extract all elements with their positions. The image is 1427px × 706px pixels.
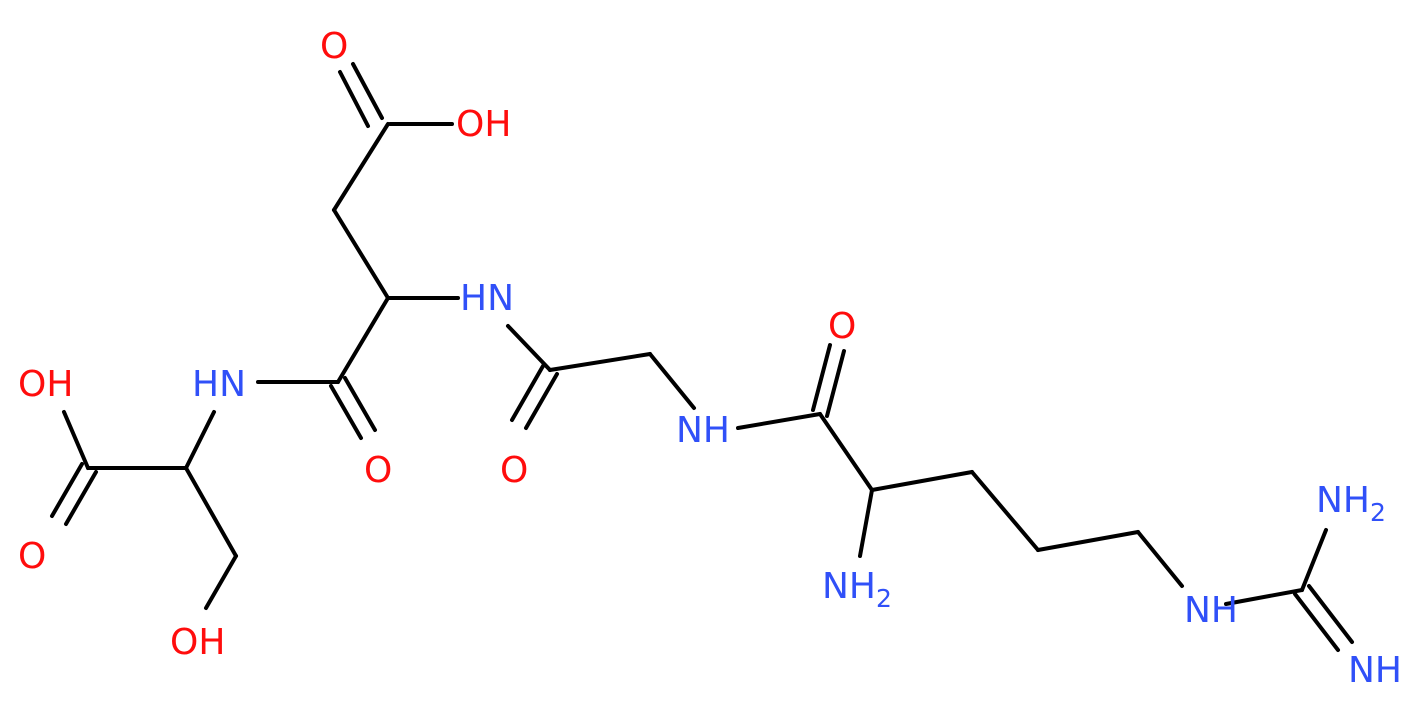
bond-guan-c-nh2	[1300, 528, 1328, 592]
bond-arg-cg-cd	[1036, 530, 1140, 552]
bond-calpha-c-amide	[336, 296, 390, 384]
hydroxyl-label: OH	[18, 364, 73, 405]
imine-nh-label: NH	[1348, 650, 1402, 691]
bond-c-dbl-o-asp-b	[343, 376, 377, 432]
oxygen-label: O	[320, 26, 348, 67]
bond-nh-ser-calpha	[184, 410, 216, 470]
bond-nh-gly-c	[506, 324, 552, 372]
hydroxyl-label: OH	[170, 622, 225, 663]
bond-ser-calpha-ch2	[184, 466, 238, 558]
oxygen-label: O	[18, 536, 46, 577]
amine-nh-label: HN	[460, 278, 514, 319]
oxygen-label: O	[364, 450, 392, 491]
bond-nh-arg-c	[736, 412, 822, 430]
atom-label-layer: O OH HN HN OH O OH O O NH O NH2 NH NH2 N…	[18, 26, 1402, 691]
bond-ser-c-dbl-o-a	[50, 462, 84, 518]
bond-ser-ch2-oh	[204, 554, 238, 610]
bond-c-dbl-o-a	[351, 62, 384, 120]
amine-main-text: NH	[1316, 480, 1370, 521]
oxygen-label: O	[500, 450, 528, 491]
bond-arg-cd-nh	[1136, 530, 1184, 588]
bond-c-dbl-o-b	[338, 70, 370, 128]
bond-arg-c-dbl-o-a	[811, 343, 832, 412]
bond-arg-c-calpha	[818, 412, 874, 492]
bond-nh-guan-c	[1224, 588, 1304, 606]
bond-layer	[50, 62, 1354, 652]
bond-c-dbl-o-asp-a	[329, 384, 363, 440]
amine-main-text: NH	[822, 566, 876, 607]
amine-nh-label: NH	[676, 410, 730, 451]
oxygen-label: O	[828, 306, 856, 347]
amine-nh-label: NH	[1184, 590, 1238, 631]
bond-guan-c-dbl-nh-a	[1293, 592, 1340, 652]
hydroxyl-label: OH	[456, 104, 511, 145]
bond-ser-c-oh	[62, 410, 90, 470]
bond-gly-c-ch2	[548, 352, 652, 372]
amine-nh-label: HN	[192, 364, 246, 405]
amine-nh2-label: NH2	[1316, 480, 1386, 527]
bond-ser-c-dbl-o-b	[64, 470, 98, 526]
amine-nh2-label: NH2	[822, 566, 892, 613]
bond-gly-c-dbl-o-b	[524, 372, 559, 430]
bond-ch2-calpha	[332, 208, 390, 300]
bond-gly-c-dbl-o-a	[510, 364, 545, 422]
bond-arg-c-dbl-o-b	[825, 349, 846, 418]
bond-cooh-ch2	[332, 122, 390, 212]
bond-guan-c-dbl-nh-b	[1307, 584, 1354, 644]
bond-arg-calpha-cb	[870, 470, 974, 492]
amine-subscript: 2	[876, 584, 892, 613]
amine-subscript: 2	[1370, 498, 1386, 527]
bond-arg-calpha-nh2	[858, 488, 874, 558]
bond-arg-cb-cg	[970, 470, 1040, 552]
bond-gly-ch2-nh	[648, 352, 696, 410]
